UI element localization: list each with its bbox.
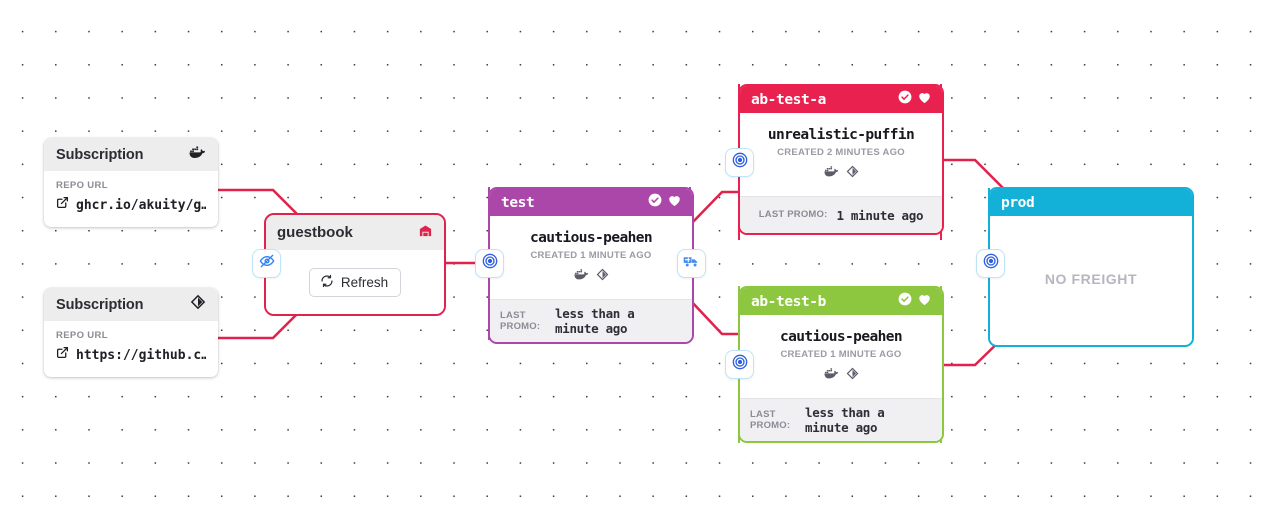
stage-card-prod[interactable]: prod NO FREIGHT bbox=[988, 187, 1194, 347]
check-circle-icon[interactable] bbox=[898, 90, 912, 109]
stage-header: ab-test-a bbox=[740, 86, 942, 113]
target-ab-test-a-button[interactable] bbox=[725, 148, 754, 177]
warehouse-title: guestbook bbox=[277, 224, 353, 241]
stage-empty-body: NO FREIGHT bbox=[990, 216, 1192, 341]
stage-header-icons bbox=[898, 292, 932, 312]
stage-card-ab-test-b[interactable]: ab-test-b cautious-peahen CREATED 1 MINU… bbox=[738, 286, 944, 443]
freight-name: unrealistic-puffin bbox=[767, 127, 915, 143]
freight-created: CREATED 2 MINUTES AGO bbox=[777, 147, 905, 158]
repo-url-row[interactable]: https://github.c… bbox=[56, 346, 206, 364]
git-icon bbox=[596, 268, 609, 286]
repo-url-row[interactable]: ghcr.io/akuity/g… bbox=[56, 196, 206, 214]
subscription-body: REPO URL https://github.c… bbox=[44, 321, 218, 377]
promote-test-button[interactable] bbox=[677, 249, 706, 278]
repo-url-value: https://github.c… bbox=[76, 347, 206, 363]
warehouse-icon bbox=[418, 223, 433, 243]
target-prod-button[interactable] bbox=[976, 249, 1005, 278]
stage-body: unrealistic-puffin CREATED 2 MINUTES AGO bbox=[740, 113, 942, 196]
freight-artifact-icons bbox=[748, 164, 934, 186]
subscription-header: Subscription bbox=[44, 288, 218, 321]
refresh-icon bbox=[320, 274, 334, 291]
bullseye-icon bbox=[732, 152, 748, 173]
external-link-icon[interactable] bbox=[56, 196, 69, 214]
heart-icon[interactable] bbox=[667, 193, 682, 213]
repo-url-label: REPO URL bbox=[56, 330, 108, 341]
last-promo-value: 1 minute ago bbox=[836, 207, 924, 223]
stage-name: prod bbox=[1001, 194, 1035, 211]
stage-card-ab-test-a[interactable]: ab-test-a unrealistic-puffin CREATED 2 M… bbox=[738, 84, 944, 235]
hide-warehouse-button[interactable] bbox=[252, 249, 281, 278]
last-promo-value: less than a minute ago bbox=[805, 405, 885, 435]
freight-artifact-icons bbox=[748, 366, 934, 388]
eye-off-icon bbox=[259, 253, 275, 274]
warehouse-body: Refresh bbox=[266, 250, 444, 314]
stage-header: prod bbox=[990, 189, 1192, 216]
stage-footer: LAST PROMO: less than a minute ago bbox=[740, 398, 942, 441]
truck-icon bbox=[683, 253, 700, 275]
bullseye-icon bbox=[482, 253, 498, 274]
subscription-header: Subscription bbox=[44, 138, 218, 171]
repo-url-label: REPO URL bbox=[56, 180, 108, 191]
git-icon bbox=[846, 367, 859, 385]
stage-header-icons bbox=[648, 193, 682, 213]
docker-icon bbox=[573, 267, 589, 287]
docker-icon bbox=[823, 366, 839, 386]
last-promo-label: LAST PROMO: bbox=[500, 309, 541, 332]
bullseye-icon bbox=[732, 354, 748, 375]
subscription-card-git[interactable]: Subscription REPO URL https://github.c… bbox=[44, 288, 218, 377]
freight-name: cautious-peahen bbox=[530, 230, 653, 246]
freight-name: cautious-peahen bbox=[780, 329, 903, 345]
refresh-label: Refresh bbox=[340, 274, 389, 290]
target-ab-test-b-button[interactable] bbox=[725, 350, 754, 379]
refresh-button[interactable]: Refresh bbox=[308, 267, 402, 297]
heart-icon[interactable] bbox=[917, 90, 932, 110]
heart-icon[interactable] bbox=[917, 292, 932, 312]
freight-created: CREATED 1 MINUTE AGO bbox=[530, 250, 652, 261]
stage-footer: LAST PROMO: 1 minute ago bbox=[740, 196, 942, 233]
subscription-card-docker[interactable]: Subscription REPO URL ghcr.io/akuity/g… bbox=[44, 138, 218, 227]
stage-card-test[interactable]: test cautious-peahen CREATED 1 MINUTE AG… bbox=[488, 187, 694, 344]
subscription-title: Subscription bbox=[56, 296, 144, 313]
docker-icon bbox=[189, 144, 206, 166]
freight-artifact-icons bbox=[498, 267, 684, 289]
stage-header: test bbox=[490, 189, 692, 216]
freight-created: CREATED 1 MINUTE AGO bbox=[780, 349, 902, 360]
stage-header-icons bbox=[898, 90, 932, 110]
target-test-button[interactable] bbox=[475, 249, 504, 278]
stage-header: ab-test-b bbox=[740, 288, 942, 315]
subscription-body: REPO URL ghcr.io/akuity/g… bbox=[44, 171, 218, 227]
git-icon bbox=[190, 294, 206, 315]
stage-footer: LAST PROMO: less than a minute ago bbox=[490, 299, 692, 342]
warehouse-card-guestbook[interactable]: guestbook Refresh bbox=[264, 213, 446, 316]
check-circle-icon[interactable] bbox=[648, 193, 662, 212]
warehouse-header: guestbook bbox=[266, 215, 444, 250]
stage-name: test bbox=[501, 194, 535, 211]
last-promo-label: LAST PROMO: bbox=[758, 209, 828, 221]
stage-name: ab-test-b bbox=[751, 293, 826, 310]
last-promo-label: LAST PROMO: bbox=[750, 408, 791, 431]
subscription-title: Subscription bbox=[56, 146, 144, 163]
check-circle-icon[interactable] bbox=[898, 292, 912, 311]
docker-icon bbox=[823, 164, 839, 184]
stage-body: cautious-peahen CREATED 1 MINUTE AGO bbox=[490, 216, 692, 299]
stage-body: cautious-peahen CREATED 1 MINUTE AGO bbox=[740, 315, 942, 398]
no-freight-label: NO FREIGHT bbox=[1044, 270, 1138, 287]
bullseye-icon bbox=[983, 253, 999, 274]
git-icon bbox=[846, 165, 859, 183]
stage-name: ab-test-a bbox=[751, 91, 826, 108]
repo-url-value: ghcr.io/akuity/g… bbox=[76, 197, 206, 213]
last-promo-value: less than a minute ago bbox=[555, 306, 635, 336]
external-link-icon[interactable] bbox=[56, 346, 69, 364]
